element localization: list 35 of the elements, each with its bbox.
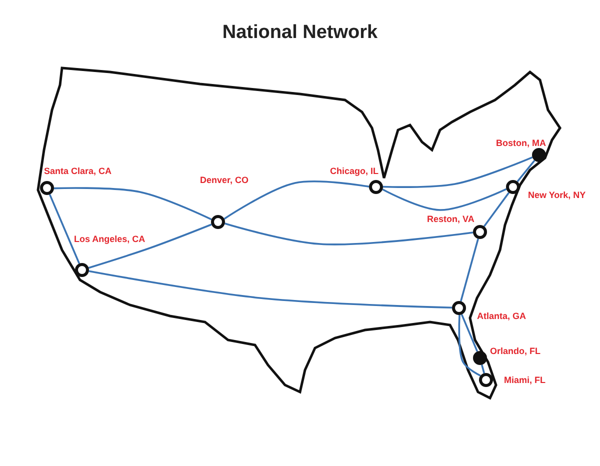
network-link xyxy=(460,314,478,352)
city-marker xyxy=(452,301,466,315)
network-link xyxy=(224,180,370,220)
city-marker xyxy=(506,180,520,194)
network-link xyxy=(382,188,507,211)
network-link xyxy=(480,364,486,374)
city-marker xyxy=(211,215,225,229)
network-link xyxy=(382,156,533,188)
network-link xyxy=(458,314,481,376)
network-link xyxy=(88,224,212,269)
city-marker xyxy=(40,181,54,195)
city-dot xyxy=(532,148,546,162)
network-link xyxy=(48,194,80,264)
city-label: Chicago, IL xyxy=(330,166,379,176)
city-label: Los Angeles, CA xyxy=(74,234,146,244)
network-link xyxy=(88,270,452,309)
city-label: Santa Clara, CA xyxy=(44,166,112,176)
city-label: Boston, MA xyxy=(496,138,546,148)
city-label: Reston, VA xyxy=(427,214,474,224)
city-label: Denver, CO xyxy=(200,175,249,185)
city-label: Miami, FL xyxy=(504,375,546,385)
city-label: New York, NY xyxy=(528,190,586,200)
city-label: Atlanta, GA xyxy=(477,311,526,321)
city-marker xyxy=(479,373,493,387)
title: National Network xyxy=(221,22,379,44)
city-marker xyxy=(369,180,383,194)
city-marker xyxy=(75,263,89,277)
network-link xyxy=(224,222,474,246)
network-link xyxy=(460,238,479,302)
network-link xyxy=(54,187,212,220)
network-link xyxy=(516,160,536,182)
network-link xyxy=(483,192,510,227)
city-dot xyxy=(473,351,487,365)
city-marker xyxy=(473,225,487,239)
city-label: Orlando, FL xyxy=(490,346,540,356)
